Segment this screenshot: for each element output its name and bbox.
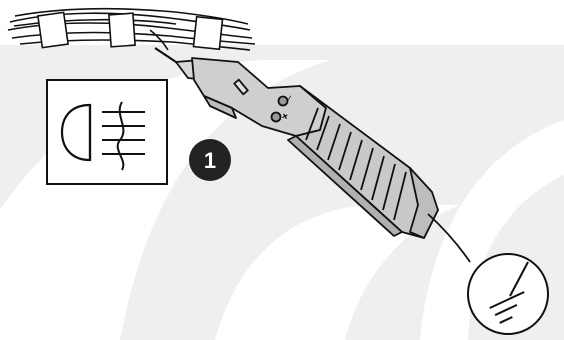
ground-symbol-icon xyxy=(467,253,549,335)
polarity-minus-label: − xyxy=(284,93,297,104)
led-minus-indicator xyxy=(277,95,289,107)
test-probe-icon xyxy=(154,47,439,239)
fog-light-symbol-icon xyxy=(46,79,168,185)
ground-lead-wire xyxy=(427,213,471,263)
step-number-label: 1 xyxy=(204,148,216,173)
wire-harness-icon xyxy=(7,7,256,51)
led-plus-indicator xyxy=(270,111,282,123)
step-number-badge: 1 xyxy=(189,139,231,181)
polarity-plus-label: + xyxy=(280,110,292,124)
